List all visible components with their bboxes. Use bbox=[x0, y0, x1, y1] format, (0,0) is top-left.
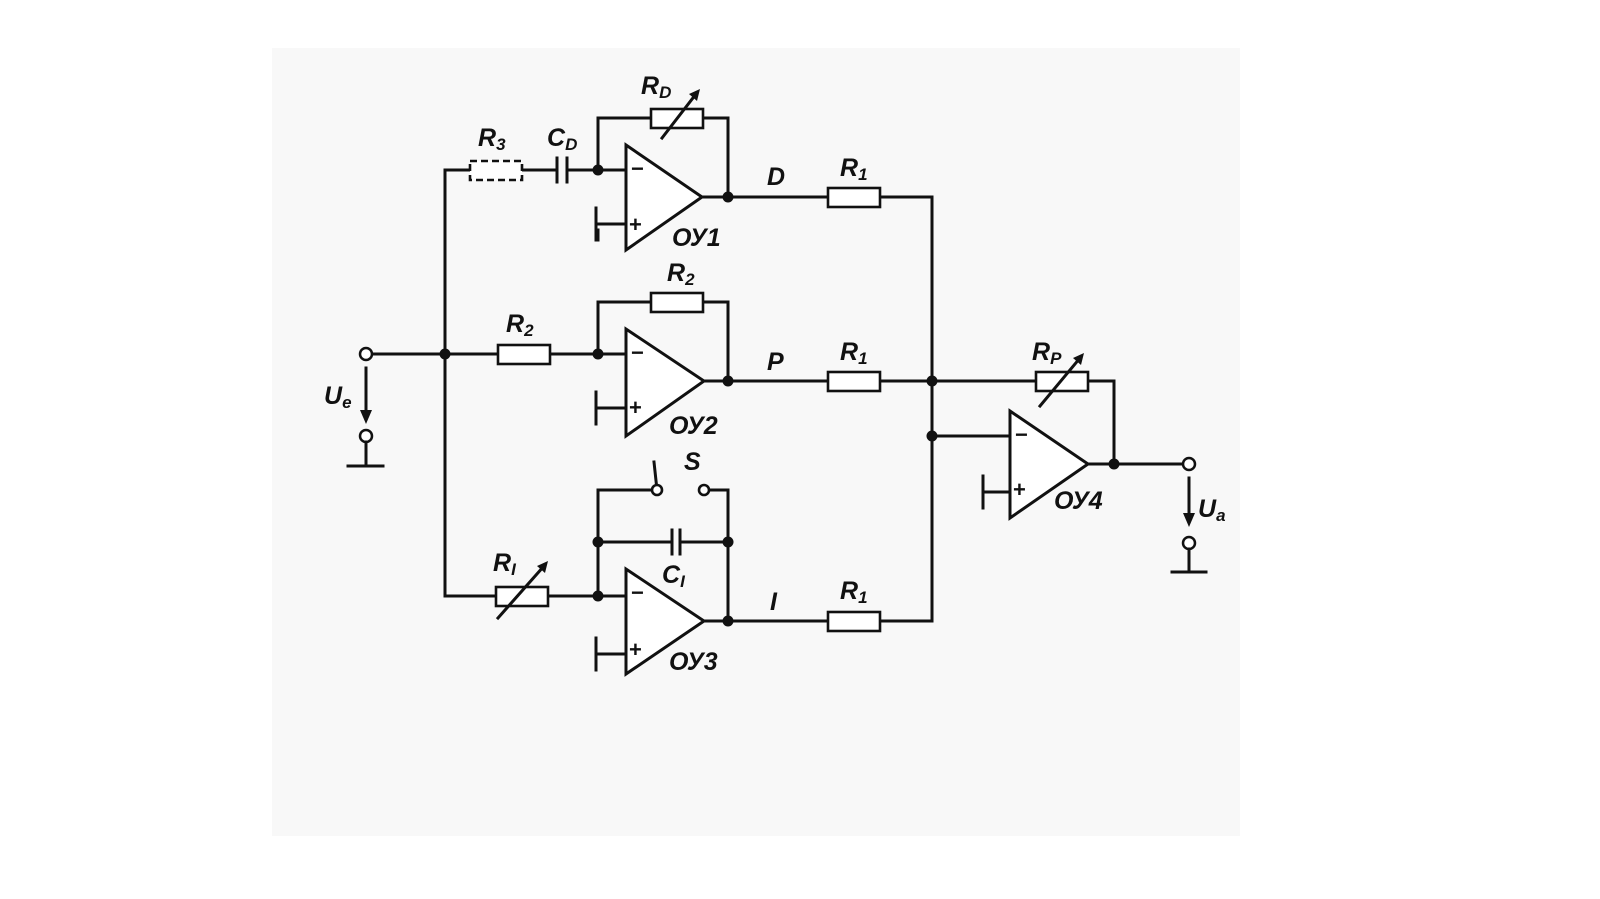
junction-dots bbox=[439, 164, 1120, 627]
resistor-r2-in-label: R2 bbox=[506, 310, 534, 340]
resistor-r1-d-label: R1 bbox=[840, 154, 868, 184]
resistor-r2-feedback bbox=[649, 291, 705, 314]
input-voltage-label: Ue bbox=[324, 382, 352, 412]
node-p-label: P bbox=[767, 348, 784, 376]
resistor-r3-label: R3 bbox=[478, 124, 506, 154]
opamp-oy3-label: ОУ3 bbox=[669, 648, 718, 676]
resistor-rp-label: RP bbox=[1032, 338, 1062, 368]
opamp-oy3 bbox=[624, 566, 707, 677]
capacitor-cd bbox=[555, 156, 569, 184]
opamp-oy4-label: ОУ4 bbox=[1054, 487, 1103, 515]
resistor-r2-in bbox=[496, 343, 552, 366]
output-terminal[interactable] bbox=[1170, 456, 1208, 574]
svg-text:+: + bbox=[629, 212, 642, 237]
svg-text:+: + bbox=[629, 637, 642, 662]
switch-s-label: S bbox=[684, 448, 701, 476]
svg-text:−: − bbox=[631, 340, 644, 365]
resistor-r3 bbox=[468, 159, 524, 182]
svg-text:−: − bbox=[1015, 422, 1028, 447]
resistor-ri-variable bbox=[494, 561, 550, 621]
svg-text:+: + bbox=[1013, 477, 1026, 502]
opamp-input-signs: − + − + − + − + bbox=[629, 156, 1028, 662]
resistor-r1-i-label: R1 bbox=[840, 577, 868, 607]
resistor-r1-i bbox=[826, 610, 882, 633]
switch-s[interactable] bbox=[650, 460, 711, 497]
ground-bars bbox=[594, 206, 1012, 672]
svg-text:+: + bbox=[629, 395, 642, 420]
resistor-r2-feedback-label: R2 bbox=[667, 259, 695, 289]
capacitor-cd-label: CD bbox=[547, 124, 577, 154]
opamp-oy2 bbox=[624, 326, 707, 439]
resistor-r1-p bbox=[826, 370, 882, 393]
resistor-ri-label: RI bbox=[493, 549, 517, 579]
opamp-oy1 bbox=[624, 142, 705, 253]
opamp-oy4 bbox=[1008, 408, 1091, 521]
capacitor-ci bbox=[670, 528, 682, 556]
opamp-oy1-label: ОУ1 bbox=[672, 224, 721, 252]
opamp-oy2-label: ОУ2 bbox=[669, 412, 718, 440]
node-d-label: D bbox=[767, 163, 785, 191]
input-terminal[interactable] bbox=[346, 346, 385, 468]
node-i-label: I bbox=[770, 588, 778, 616]
resistor-rp-variable bbox=[1034, 353, 1090, 409]
resistor-r1-p-label: R1 bbox=[840, 338, 868, 368]
scanned-page bbox=[272, 48, 1240, 836]
output-voltage-label: Ua bbox=[1198, 495, 1226, 525]
resistor-r1-d bbox=[826, 186, 882, 209]
resistor-rd-variable bbox=[649, 89, 705, 141]
svg-text:−: − bbox=[631, 580, 644, 605]
capacitor-ci-label: CI bbox=[662, 561, 686, 591]
svg-text:−: − bbox=[631, 156, 644, 181]
resistor-rd-label: RD bbox=[641, 72, 671, 102]
